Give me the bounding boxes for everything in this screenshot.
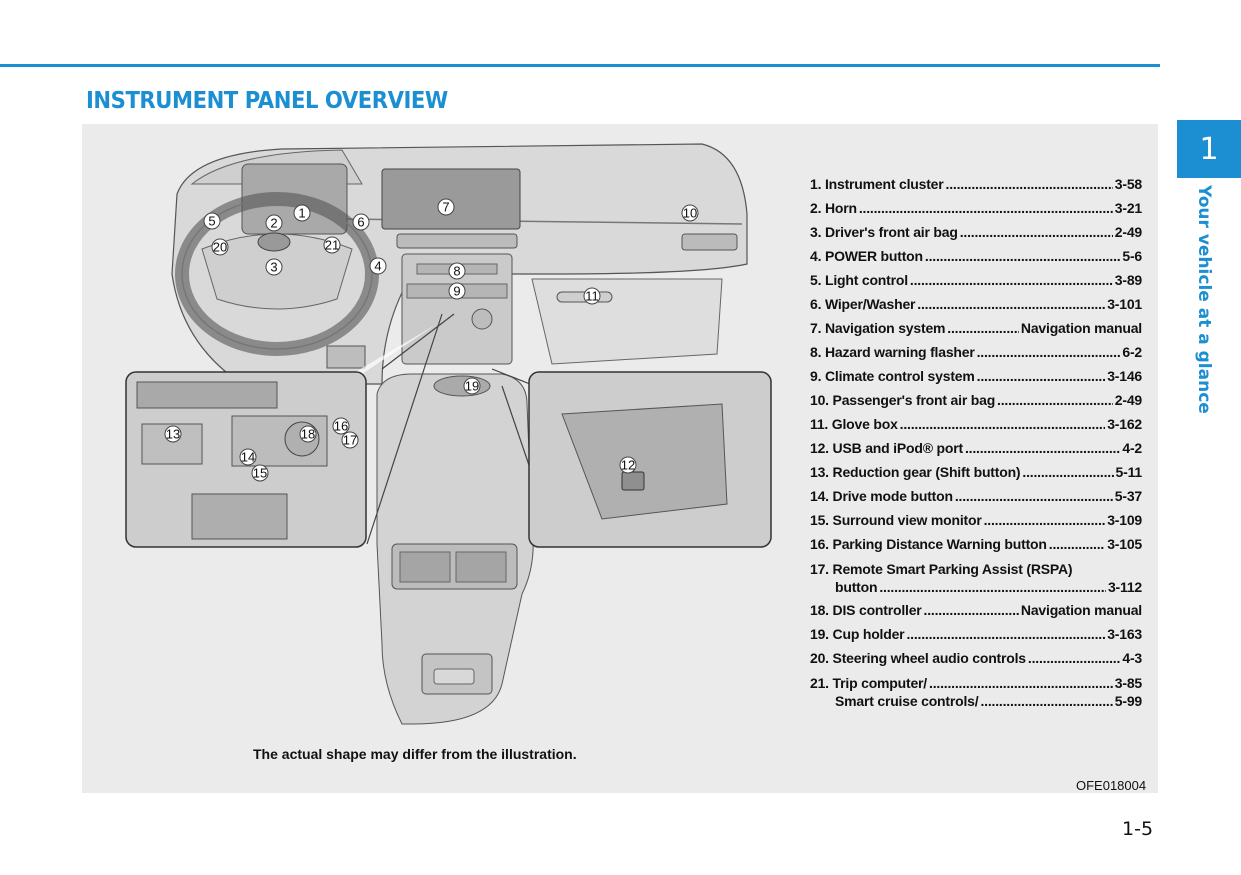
svg-text:14: 14 [241,450,255,465]
svg-text:4: 4 [374,259,381,274]
legend-item: 14. Drive mode button5-37 [810,488,1142,512]
callout-4: 4 [370,258,386,274]
callout-6: 6 [353,214,369,230]
legend-item: 8. Hazard warning flasher6-2 [810,344,1142,368]
svg-text:12: 12 [621,458,635,473]
svg-text:10: 10 [683,206,697,221]
legend-item: 11. Glove box3-162 [810,416,1142,440]
svg-text:7: 7 [442,200,449,215]
legend-item: 4. POWER button5-6 [810,248,1142,272]
svg-text:19: 19 [465,379,479,394]
legend-item: 21. Trip computer/3-85 Smart cruise cont… [810,674,1142,710]
svg-text:1: 1 [298,206,305,221]
callout-10: 10 [682,205,698,221]
legend-item: 9. Climate control system3-146 [810,368,1142,392]
legend-item: 1. Instrument cluster3-58 [810,176,1142,200]
chapter-tab: 1 [1177,120,1241,178]
legend-item: 7. Navigation systemNavigation manual [810,320,1142,344]
svg-text:6: 6 [357,215,364,230]
svg-text:3: 3 [270,260,277,275]
legend-item: 6. Wiper/Washer3-101 [810,296,1142,320]
legend-item: 20. Steering wheel audio controls4-3 [810,650,1142,674]
legend-item: 5. Light control3-89 [810,272,1142,296]
svg-text:8: 8 [453,264,460,279]
callout-8: 8 [449,263,465,279]
callout-19: 19 [464,378,480,394]
svg-text:13: 13 [166,427,180,442]
legend-item: 16. Parking Distance Warning button3-105 [810,536,1142,560]
legend-item: 3. Driver's front air bag2-49 [810,224,1142,248]
callout-11: 11 [584,288,600,304]
callout-13: 13 [165,426,181,442]
svg-text:17: 17 [343,433,357,448]
legend-item: 2. Horn3-21 [810,200,1142,224]
callout-1: 1 [294,205,310,221]
legend-item: 10. Passenger's front air bag2-49 [810,392,1142,416]
callout-18: 18 [300,426,316,442]
page-title: INSTRUMENT PANEL OVERVIEW [86,88,448,114]
callout-21: 21 [324,237,340,253]
callout-3: 3 [266,259,282,275]
callout-12: 12 [620,457,636,473]
svg-text:2: 2 [270,216,277,231]
svg-text:16: 16 [334,419,348,434]
callout-5: 5 [204,213,220,229]
callout-17: 17 [342,432,358,448]
callout-15: 15 [252,465,268,481]
page-number: 1-5 [1122,818,1153,840]
legend-item: 19. Cup holder3-163 [810,626,1142,650]
callout-9: 9 [449,283,465,299]
svg-text:5: 5 [208,214,215,229]
callout-20: 20 [212,239,228,255]
callout-2: 2 [266,215,282,231]
svg-text:15: 15 [253,466,267,481]
instrument-panel-illustration: 1 2 3 4 5 6 7 8 9 10 11 12 13 14 15 16 1… [82,124,782,793]
svg-text:20: 20 [213,240,227,255]
component-legend: 1. Instrument cluster3-58 2. Horn3-21 3.… [810,176,1142,716]
figure-caption: The actual shape may differ from the ill… [253,746,577,762]
callout-7: 7 [438,199,454,215]
legend-item: 18. DIS controllerNavigation manual [810,602,1142,626]
figure-code: OFE018004 [1076,778,1146,793]
legend-item: 12. USB and iPod® port4-2 [810,440,1142,464]
legend-item: 13. Reduction gear (Shift button)5-11 [810,464,1142,488]
svg-text:18: 18 [301,427,315,442]
svg-text:11: 11 [585,289,599,304]
legend-item: 17. Remote Smart Parking Assist (RSPA) b… [810,560,1142,596]
chapter-label: Your vehicle at a glance [1194,185,1214,414]
svg-text:21: 21 [325,238,339,253]
legend-item: 15. Surround view monitor3-109 [810,512,1142,536]
callout-14: 14 [240,449,256,465]
header-rule [0,64,1160,67]
figure-panel: 1 2 3 4 5 6 7 8 9 10 11 12 13 14 15 16 1… [82,124,1158,793]
svg-text:9: 9 [453,284,460,299]
